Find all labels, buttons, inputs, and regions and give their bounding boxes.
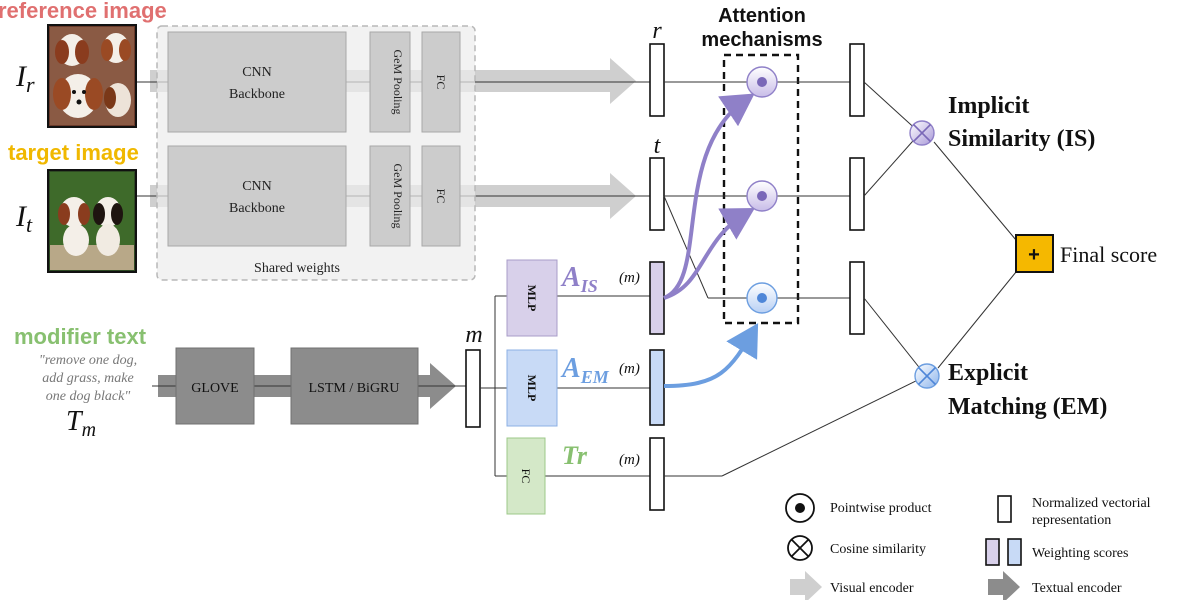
tr-label: Tr: [562, 441, 588, 470]
final-score-plus: +: [1028, 244, 1040, 266]
explicit-matching-line-2: Matching (EM): [948, 394, 1107, 420]
fc-bottom: [421, 145, 461, 247]
legend-weighting-label: Weighting scores: [1032, 546, 1128, 561]
fc-top: [421, 31, 461, 133]
glove-block: [175, 347, 255, 425]
legend-cosine-icon: [787, 535, 813, 561]
legend-textual-encoder-label: Textual encoder: [1032, 581, 1122, 596]
cnn-label-top-1: CNN: [242, 65, 272, 80]
vector-m-label: m: [465, 322, 482, 348]
cnn-backbone-top: [167, 31, 347, 133]
lstm-block: [290, 347, 419, 425]
vector-m: [465, 349, 481, 428]
mlp-em-block: [506, 349, 558, 427]
tr-m-tag: (m): [619, 452, 640, 468]
gem-pooling-top: [369, 31, 411, 133]
reference-image-label: reference image: [0, 0, 167, 23]
vector-r: [649, 43, 665, 117]
attention-box: [722, 53, 800, 325]
cnn-label-top-2: Backbone: [229, 87, 285, 102]
attended-vector-3: [849, 261, 865, 335]
cosine-similarity-is: [909, 120, 935, 146]
cnn-label-bottom-2: Backbone: [229, 201, 285, 216]
attended-vector-2: [849, 157, 865, 231]
legend-cosine-label: Cosine similarity: [830, 542, 926, 557]
mlp-em-label: MLP: [525, 375, 539, 402]
legend-pointwise-icon: [785, 493, 815, 523]
fc-label-bottom: FC: [434, 189, 448, 204]
a-is-m-tag: (m): [619, 270, 640, 286]
a-em-m-tag: (m): [619, 361, 640, 377]
implicit-similarity-line-2: Similarity (IS): [948, 126, 1095, 152]
final-score-label: Final score: [1060, 242, 1157, 267]
vector-t: [649, 157, 665, 231]
shared-weights-label: Shared weights: [254, 261, 340, 276]
legend-weighting-icon-em: [1007, 538, 1022, 566]
pointwise-product-bottom: [746, 282, 778, 314]
gem-pooling-bottom: [369, 145, 411, 247]
legend-visual-encoder-label: Visual encoder: [830, 581, 914, 596]
implicit-similarity-line-1: Implicit: [948, 93, 1029, 119]
weighting-vector-em: [649, 349, 665, 426]
lstm-label: LSTM / BiGRU: [308, 381, 399, 396]
pointwise-product-middle: [746, 180, 778, 212]
vector-tr: [649, 437, 665, 511]
cosine-similarity-em: [914, 363, 940, 389]
attention-title-2: mechanisms: [701, 29, 822, 51]
modifier-text-line-2: add grass, make: [42, 371, 133, 386]
cnn-label-bottom-1: CNN: [242, 179, 272, 194]
cnn-backbone-bottom: [167, 145, 347, 247]
is-weight-arrow-top: [663, 93, 755, 300]
vector-t-label: t: [654, 133, 662, 159]
fc-tr-label: FC: [519, 469, 533, 484]
attended-vector-1: [849, 43, 865, 117]
modifier-text-line-3: one dog black": [46, 389, 131, 404]
target-image-label: target image: [8, 140, 139, 165]
reference-image-dogs: [47, 24, 137, 128]
modifier-text-line-1: "remove one dog,: [39, 353, 137, 368]
target-symbol: It: [15, 200, 33, 237]
glove-label: GLOVE: [191, 381, 238, 396]
mlp-is-label: MLP: [525, 285, 539, 312]
attention-title-1: Attention: [718, 5, 806, 27]
modifier-text-label: modifier text: [14, 324, 147, 349]
a-is-label: AIS: [560, 262, 598, 296]
text-symbol: Tm: [66, 406, 96, 441]
legend-normalized-label-2: representation: [1032, 513, 1111, 528]
a-em-label: AEM: [560, 353, 610, 387]
legend-pointwise-label: Pointwise product: [830, 501, 932, 516]
gem-label-bottom: GeM Pooling: [391, 163, 405, 228]
weighting-vector-is: [649, 261, 665, 335]
explicit-matching-line-1: Explicit: [948, 360, 1028, 386]
legend-normalized-icon: [997, 495, 1012, 523]
pointwise-product-top: [746, 66, 778, 98]
target-image-dogs: [47, 169, 137, 273]
gem-label-top: GeM Pooling: [391, 49, 405, 114]
legend-weighting-icon-is: [985, 538, 1000, 566]
fc-label-top: FC: [434, 75, 448, 90]
reference-symbol: Ir: [15, 60, 35, 97]
legend-normalized-label-1: Normalized vectorial: [1032, 496, 1151, 511]
vector-r-label: r: [652, 18, 662, 44]
fc-tr-block: [506, 437, 546, 515]
em-weight-arrow: [663, 323, 759, 388]
legend: Pointwise product Cosine similarity Visu…: [785, 493, 1151, 600]
legend-visual-encoder-icon: [790, 571, 822, 600]
final-score-box: [1015, 234, 1054, 273]
legend-textual-encoder-icon: [988, 571, 1020, 600]
mlp-is-block: [506, 259, 558, 337]
is-weight-arrow-middle: [663, 207, 755, 300]
